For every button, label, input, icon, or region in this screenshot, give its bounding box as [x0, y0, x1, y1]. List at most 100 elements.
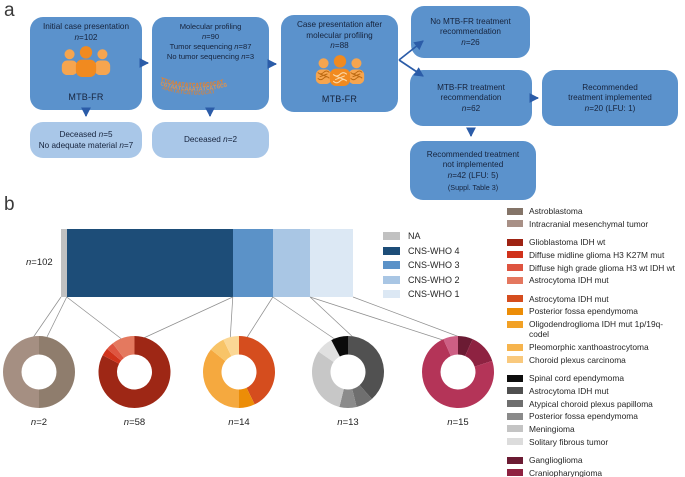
- legend-label: NA: [408, 231, 421, 241]
- connector-line: [141, 296, 233, 340]
- dna-sequence-art: TTCAAATATCATGCGCAT CGTAATCAAATATCATGCG A…: [158, 63, 264, 99]
- legend-row: Diffuse midline glioma H3 K27M mut: [507, 250, 683, 260]
- legend-swatch: [507, 438, 523, 445]
- flow-box-line: (Suppl. Table 3): [447, 182, 499, 192]
- legend-label: CNS-WHO 1: [408, 289, 460, 300]
- flow-box-line: recommendation: [440, 93, 502, 103]
- legend-label: Diffuse midline glioma H3 K27M mut: [529, 249, 665, 260]
- panel-a-label: a: [4, 0, 15, 21]
- legend-group: Glioblastoma IDH wt Diffuse midline gliom…: [507, 237, 683, 288]
- donut-segment-meningioma: [312, 351, 344, 407]
- legend-row: Spinal cord ependymoma: [507, 373, 683, 383]
- who-grade-legend: NA CNS-WHO 4 CNS-WHO 3 CNS-WHO 2 CNS-WHO 1: [383, 231, 460, 299]
- legend-swatch: [507, 425, 523, 433]
- legend-swatch: [507, 251, 523, 259]
- legend-swatch: [507, 264, 523, 272]
- legend-swatch: [507, 307, 523, 315]
- donut-count-label: n=2: [30, 417, 48, 428]
- donut-segment-diffuse-midline-glioma-h3-k27m-mut: [102, 348, 122, 364]
- legend-row: Astroblastoma: [507, 206, 683, 216]
- bar-segment-cns-who-2: [272, 229, 311, 297]
- legend-swatch: [383, 232, 400, 240]
- flow-box-line: n=90: [201, 31, 220, 41]
- connector-line: [45, 296, 68, 340]
- legend-row: Diffuse high grade glioma H3 wt IDH wt: [507, 263, 683, 273]
- donut-segment-intracranial-mesenchymal-tumor: [3, 336, 39, 408]
- donut-segment-choroid-plexus-carcinoma: [223, 336, 239, 357]
- donut-segment-astroblastoma: [39, 336, 75, 408]
- stacked-bar: [61, 229, 353, 297]
- donut-segment-posterior-fossa-ependymoma: [339, 388, 357, 409]
- legend-label: Astrocytoma IDH mut: [529, 385, 609, 396]
- legend-swatch: [383, 246, 400, 255]
- flow-box-line: n=88: [330, 41, 349, 51]
- legend-label: CNS-WHO 2: [408, 274, 460, 285]
- legend-label: Pleomorphic xanthoastrocytoma: [529, 342, 649, 353]
- legend-row: Choroid plexus carcinoma: [507, 355, 683, 365]
- flow-box-line: No tumor sequencing n=3: [166, 51, 255, 61]
- donut-segment-astrocytoma-idh-mut: [239, 336, 276, 405]
- legend-row: Intracranial mesenchymal tumor: [507, 219, 683, 229]
- donut-segment-ganglioglioma: [458, 336, 473, 357]
- legend-row: CNS-WHO 4: [383, 246, 460, 256]
- flow-box-line: Initial case presentation: [42, 22, 130, 31]
- donut-segment-pleomorphic-xanthoastrocytoma: [210, 339, 232, 362]
- legend-row: Oligodendroglioma IDH mut 1p/19q-codel: [507, 319, 683, 340]
- bar-segment-cns-who-4: [66, 229, 233, 297]
- legend-label: Spinal cord ependymoma: [529, 373, 624, 384]
- legend-row: Pleomorphic xanthoastrocytoma: [507, 342, 683, 352]
- legend-row: Craniopharyngioma: [507, 468, 683, 477]
- flow-box-line: molecular profiling: [306, 30, 373, 40]
- legend-swatch: [507, 412, 523, 420]
- flow-box-line: No MTB-FR treatment: [430, 16, 511, 26]
- legend-label: Astroblastoma: [529, 206, 583, 216]
- legend-row: Glioblastoma IDH wt: [507, 237, 683, 247]
- legend-swatch: [507, 220, 523, 228]
- connector-line: [66, 296, 126, 343]
- legend-label: Atypical choroid plexus papilloma: [529, 398, 653, 409]
- legend-row: Atypical choroid plexus papilloma: [507, 399, 683, 409]
- legend-row: Posterior fossa ependymoma: [507, 306, 683, 316]
- legend-row: Astrocytoma IDH mut: [507, 386, 683, 396]
- donut-segment-atypical-choroid-plexus-papilloma: [352, 385, 372, 407]
- flow-box-line: n=20 (LFU: 1): [584, 103, 636, 113]
- mtb-fr-label: MTB-FR: [68, 92, 104, 103]
- flow-box-line: MTB-FR treatment: [437, 82, 505, 92]
- legend-swatch: [507, 374, 523, 382]
- donut-segment-oligodendroglioma-idh-mut-1p-19q-codel: [203, 349, 239, 408]
- connector-line: [309, 296, 450, 343]
- donut-segment-astrocytoma-idh-mut: [348, 335, 385, 399]
- flow-box-line: Deceased n=5: [59, 129, 113, 139]
- panel-b-label: b: [4, 194, 15, 215]
- legend-swatch: [507, 320, 523, 328]
- donut-segment-polymorphous-low-grade-neuroepithelial-t: [443, 336, 458, 357]
- mtb-fr-label: MTB-FR: [321, 94, 358, 105]
- flow-box-line: n=42 (LFU: 5): [447, 171, 499, 181]
- legend-label: CNS-WHO 3: [408, 260, 460, 271]
- connector-line: [245, 296, 274, 340]
- legend-swatch: [507, 238, 523, 246]
- legend-row: NA: [383, 231, 460, 241]
- legend-swatch: [507, 343, 523, 351]
- flow-box-line: not implemented: [442, 160, 504, 170]
- flow-box-line: recommendation: [440, 27, 501, 37]
- donut-count-label: n=14: [228, 417, 250, 428]
- bar-segment-cns-who-3: [232, 229, 273, 297]
- donut-segment-pilocytic-astrocytoma: [422, 339, 494, 409]
- connector-line: [352, 296, 466, 340]
- legend-swatch: [507, 469, 523, 477]
- legend-label: Posterior fossa ependymoma: [529, 411, 638, 422]
- flow-box-line: Tumor sequencing n=87: [169, 41, 252, 51]
- bar-total-label: n=102: [26, 257, 53, 268]
- flow-box-line: treatment implemented: [568, 93, 652, 103]
- bar-segment-cns-who-1: [310, 229, 353, 297]
- legend-row: CNS-WHO 1: [383, 289, 460, 299]
